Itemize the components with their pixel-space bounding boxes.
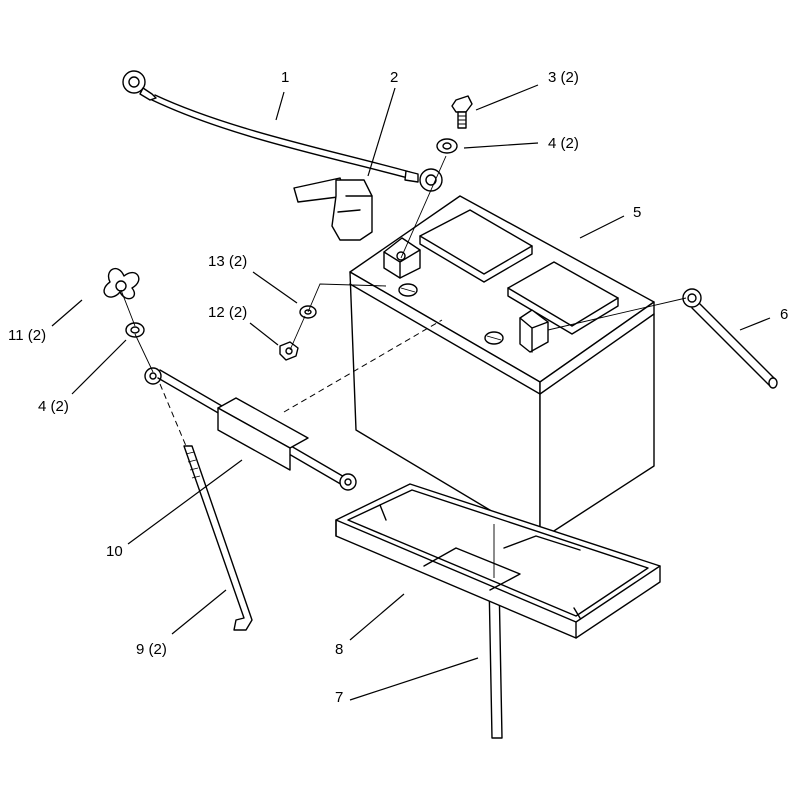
- callout-4-lower: 4 (2): [38, 398, 69, 415]
- assembly-guide-lines: [120, 155, 687, 578]
- callout-10: 10: [106, 543, 123, 560]
- callout-7: 7: [335, 689, 343, 706]
- callout-2: 2: [390, 69, 398, 86]
- part-1-battery-cable: [122, 70, 443, 192]
- callout-6: 6: [780, 306, 788, 323]
- callout-4-upper: 4 (2): [548, 135, 579, 152]
- part-3-bolt: [451, 95, 473, 129]
- callout-12: 12 (2): [208, 304, 247, 321]
- callout-labels: 1 2 3 (2) 4 (2) 5 6 7 8 9 (2) 10 11 (2) …: [8, 69, 788, 706]
- callout-13: 13 (2): [208, 253, 247, 270]
- part-6-ground-cable: [682, 288, 778, 389]
- callout-9: 9 (2): [136, 641, 167, 658]
- part-9-j-bolt: [183, 445, 253, 631]
- callout-11: 11 (2): [8, 327, 46, 344]
- callout-8: 8: [335, 641, 343, 658]
- callout-5: 5: [633, 204, 641, 221]
- part-10-hold-down-bracket: [144, 367, 357, 491]
- part-4-washer-upper: [436, 138, 458, 154]
- leader-lines: [51, 84, 771, 701]
- part-11-wing-nut: [103, 267, 140, 300]
- part-8-battery-tray: [335, 483, 661, 639]
- callout-1: 1: [281, 69, 289, 86]
- part-12-nut: [279, 341, 299, 361]
- part-5-battery: [349, 195, 655, 541]
- part-4-washer-lower: [125, 322, 145, 338]
- callout-3: 3 (2): [548, 69, 579, 86]
- part-2-terminal-boot: [293, 177, 373, 241]
